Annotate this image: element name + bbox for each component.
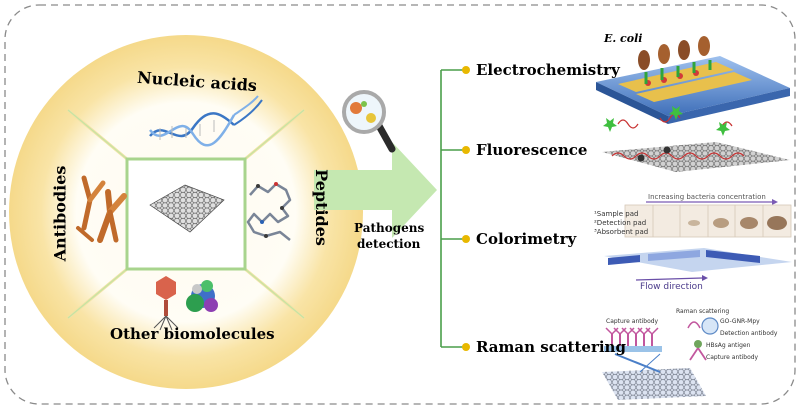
graphene-sheet-illustration: [149, 184, 225, 233]
annotation-capture-antibody-left: Capture antibody: [606, 318, 659, 325]
annotation-absorbent-pad: ³Absorbent pad: [594, 228, 649, 236]
label-detection: detection: [357, 237, 421, 251]
raman-illustration: [602, 317, 719, 400]
bullet-raman: [462, 343, 470, 351]
annotation-flow-direction: Flow direction: [640, 282, 703, 292]
label-peptides: Peptides: [311, 169, 331, 246]
annotation-detection-antibody: Detection antibody: [720, 330, 778, 337]
annotation-increasing-concentration: Increasing bacteria concentration: [648, 193, 766, 201]
label-raman-scattering: Raman scattering: [476, 338, 626, 356]
colorimetry-strip-illustration: [604, 199, 792, 281]
annotation-go-gnr-mpy: GO-GNR-Mpy: [720, 318, 760, 325]
bullet-electrochemistry: [462, 66, 470, 74]
annotation-raman-scattering: Raman scattering: [676, 308, 730, 315]
protein-cluster-illustration: [186, 280, 218, 312]
methods-bracket: [440, 69, 466, 348]
label-pathogens: Pathogens: [354, 221, 425, 235]
flow-arrow: [314, 142, 437, 238]
label-fluorescence: Fluorescence: [476, 141, 588, 159]
peptide-chain-illustration: [246, 182, 292, 241]
label-colorimetry: Colorimetry: [476, 230, 577, 248]
fluorescence-illustration: [602, 106, 790, 172]
magnifier-icon: [342, 90, 396, 153]
antibody-illustration: [76, 175, 127, 243]
bullet-colorimetry: [462, 235, 470, 243]
outer-dashed-frame: [4, 4, 796, 405]
label-other-biomolecules: Other biomolecules: [110, 325, 275, 343]
annotation-sample-pad: ¹Sample pad: [594, 210, 639, 218]
label-antibodies: Antibodies: [50, 165, 70, 262]
phage-illustration: [153, 276, 179, 331]
dna-helix-illustration: [149, 95, 263, 147]
electrode-chip-illustration: [596, 36, 790, 124]
label-e-coli: E. coli: [604, 32, 643, 45]
label-electrochemistry: Electrochemistry: [476, 61, 620, 79]
bullet-fluorescence: [462, 146, 470, 154]
annotation-capture-antibody-right: Capture antibody: [706, 354, 759, 361]
annotation-detection-pad: ²Detection pad: [594, 219, 647, 227]
annotation-hbsag-antigen: HBsAg antigen: [706, 342, 751, 349]
